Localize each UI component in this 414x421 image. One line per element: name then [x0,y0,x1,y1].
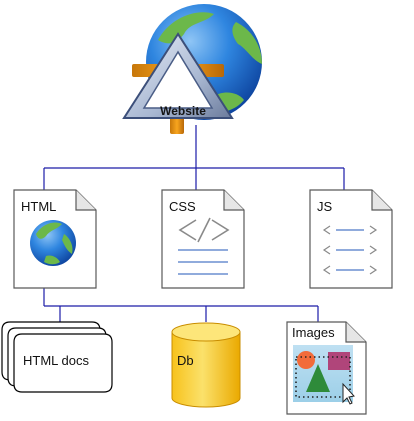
globe-with-triangle-icon [122,4,262,134]
images-node: Images [286,321,367,415]
js-file-node: JS [309,189,393,289]
connectors [43,125,345,330]
root-label: Website [160,104,206,118]
code-brackets-icon [178,217,230,243]
database-cylinder-icon [171,322,241,408]
images-label: Images [292,325,335,340]
html-docs-node: HTML docs [1,321,113,393]
html-file-node: HTML [13,189,97,289]
stacked-documents-icon [1,321,113,393]
code-arrows-icon [322,225,378,275]
image-document-icon [286,321,367,415]
globe-icon [30,220,76,266]
db-label: Db [177,353,194,368]
html-docs-label: HTML docs [23,353,89,368]
css-text-lines [178,249,228,275]
css-file-label: CSS [169,199,196,214]
db-node: Db [171,322,241,408]
website-root-node: Website [122,4,262,134]
html-file-label: HTML [21,199,56,214]
js-file-label: JS [317,199,333,214]
css-file-node: CSS [161,189,245,289]
